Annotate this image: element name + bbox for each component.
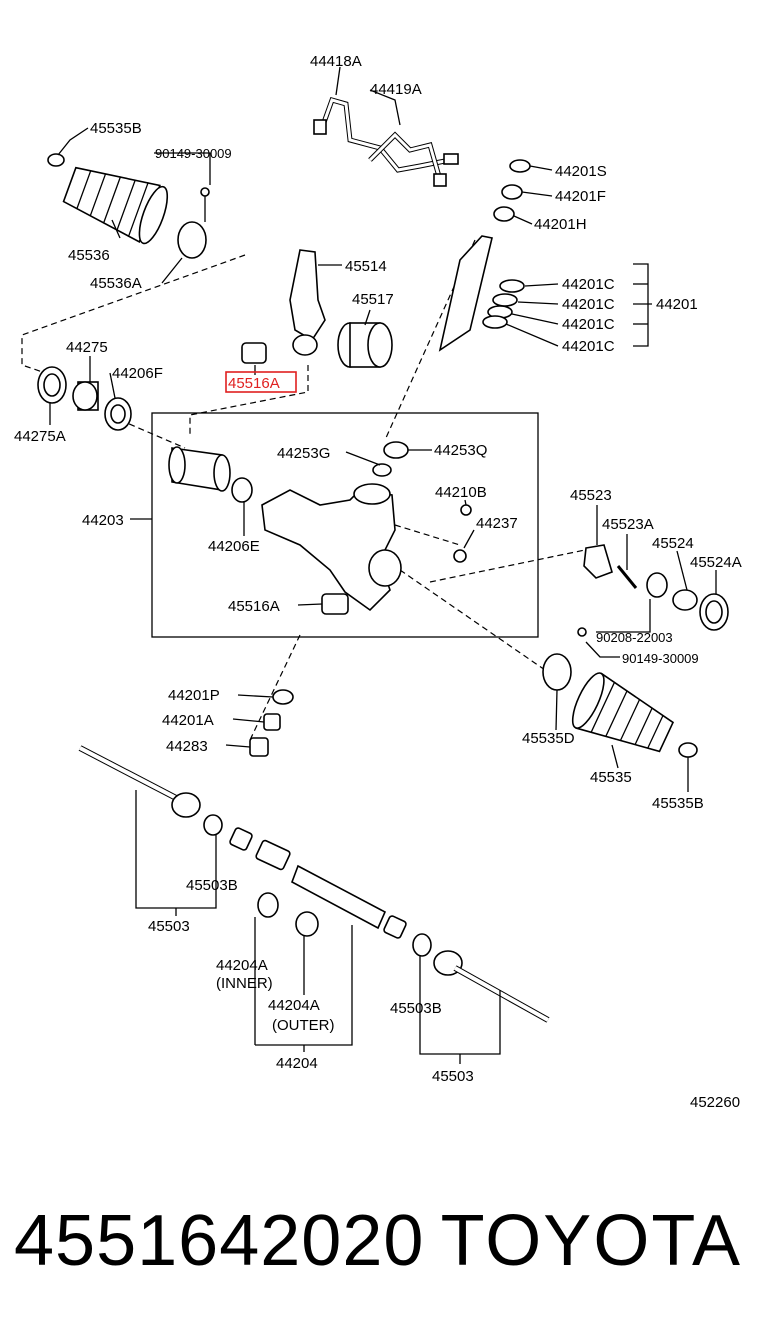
label-45516A-highlighted: 45516A: [228, 375, 280, 392]
label-inner: (INNER): [216, 975, 273, 992]
label-44203: 44203: [82, 512, 124, 529]
label-45535B: 45535B: [90, 120, 142, 137]
label-45514: 45514: [345, 258, 387, 275]
label-44204A-inner: 44204A: [216, 957, 268, 974]
label-90149-30009-right: 90149-30009: [622, 651, 699, 666]
label-44237: 44237: [476, 515, 518, 532]
label-45517: 45517: [352, 291, 394, 308]
brand-name: TOYOTA: [440, 1201, 742, 1281]
label-44204: 44204: [276, 1055, 318, 1072]
label-45535D: 45535D: [522, 730, 575, 747]
label-45535B-right: 45535B: [652, 795, 704, 812]
part-number: 4551642020: [14, 1201, 425, 1281]
label-45535: 45535: [590, 769, 632, 786]
label-44275: 44275: [66, 339, 108, 356]
label-45523A: 45523A: [602, 516, 654, 533]
label-44201F: 44201F: [555, 188, 606, 205]
label-44201C-3: 44201C: [562, 316, 615, 333]
label-44275A: 44275A: [14, 428, 66, 445]
label-45523: 45523: [570, 487, 612, 504]
label-44201: 44201: [656, 296, 698, 313]
gear-housing-frame: [151, 412, 539, 638]
label-45503: 45503: [148, 918, 190, 935]
label-44204A-outer: 44204A: [268, 997, 320, 1014]
part-labels: 44418A 44419A 45535B 90149-30009 44201S …: [14, 53, 742, 1111]
label-45536: 45536: [68, 247, 110, 264]
part-drawings: [37, 96, 729, 1023]
label-44206E: 44206E: [208, 538, 260, 555]
label-44201C-2: 44201C: [562, 296, 615, 313]
leader-lines: [49, 66, 717, 1064]
label-44201S: 44201S: [555, 163, 607, 180]
label-44201A: 44201A: [162, 712, 214, 729]
label-44201C-4: 44201C: [562, 338, 615, 355]
label-45524: 45524: [652, 535, 694, 552]
label-44210B: 44210B: [435, 484, 487, 501]
label-44201C-1: 44201C: [562, 276, 615, 293]
highlight-box: [225, 371, 297, 393]
label-45503B: 45503B: [186, 877, 238, 894]
label-44419A: 44419A: [370, 81, 422, 98]
footer: 4551642020 TOYOTA: [0, 1180, 760, 1334]
label-90208-22003: 90208-22003: [596, 630, 673, 645]
drawing-number: 452260: [690, 1094, 740, 1111]
label-45503-right: 45503: [432, 1068, 474, 1085]
label-45536A: 45536A: [90, 275, 142, 292]
label-44201H: 44201H: [534, 216, 587, 233]
label-44283: 44283: [166, 738, 208, 755]
label-45503B-right: 45503B: [390, 1000, 442, 1017]
label-outer: (OUTER): [272, 1017, 335, 1034]
label-44418A: 44418A: [310, 53, 362, 70]
label-44253Q: 44253Q: [434, 442, 487, 459]
label-44201P: 44201P: [168, 687, 220, 704]
label-45524A: 45524A: [690, 554, 742, 571]
label-44206F: 44206F: [112, 365, 163, 382]
label-90149-30009: 90149-30009: [155, 146, 232, 161]
label-44253G: 44253G: [277, 445, 330, 462]
parts-diagram: 44418A 44419A 45535B 90149-30009 44201S …: [14, 53, 742, 1111]
label-45516A: 45516A: [228, 598, 280, 615]
